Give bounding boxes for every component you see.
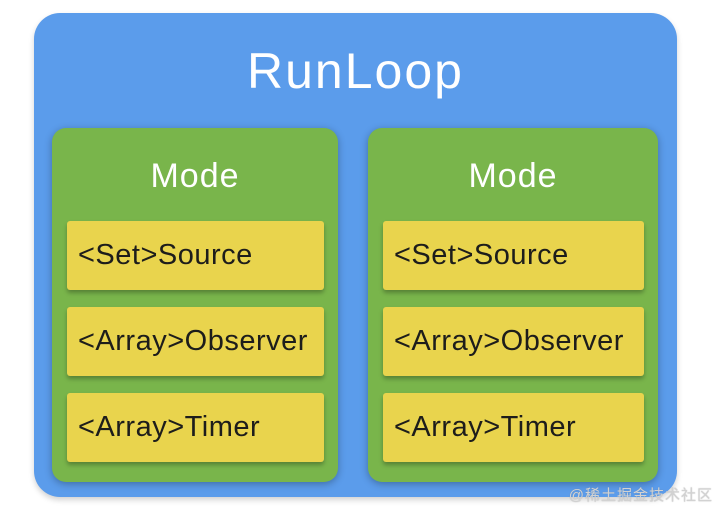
item-array-observer: <Array>Observer bbox=[67, 307, 324, 376]
mode-title: Mode bbox=[468, 157, 558, 195]
runloop-title: RunLoop bbox=[247, 42, 464, 99]
mode-box-left: Mode <Set>Source <Array>Observer <Array>… bbox=[52, 128, 338, 482]
item-set-source: <Set>Source bbox=[67, 221, 324, 290]
item-array-timer: <Array>Timer bbox=[67, 393, 324, 462]
mode-title: Mode bbox=[150, 157, 240, 195]
mode-box-right: Mode <Set>Source <Array>Observer <Array>… bbox=[368, 128, 658, 482]
mode-items-right: <Set>Source <Array>Observer <Array>Timer bbox=[383, 221, 644, 462]
item-set-source: <Set>Source bbox=[383, 221, 644, 290]
mode-items-left: <Set>Source <Array>Observer <Array>Timer bbox=[67, 221, 324, 462]
item-array-observer: <Array>Observer bbox=[383, 307, 644, 376]
item-array-timer: <Array>Timer bbox=[383, 393, 644, 462]
watermark: @稀土掘金技术社区 bbox=[568, 487, 713, 504]
runloop-container: RunLoop Mode <Set>Source <Array>Observer… bbox=[34, 13, 677, 497]
